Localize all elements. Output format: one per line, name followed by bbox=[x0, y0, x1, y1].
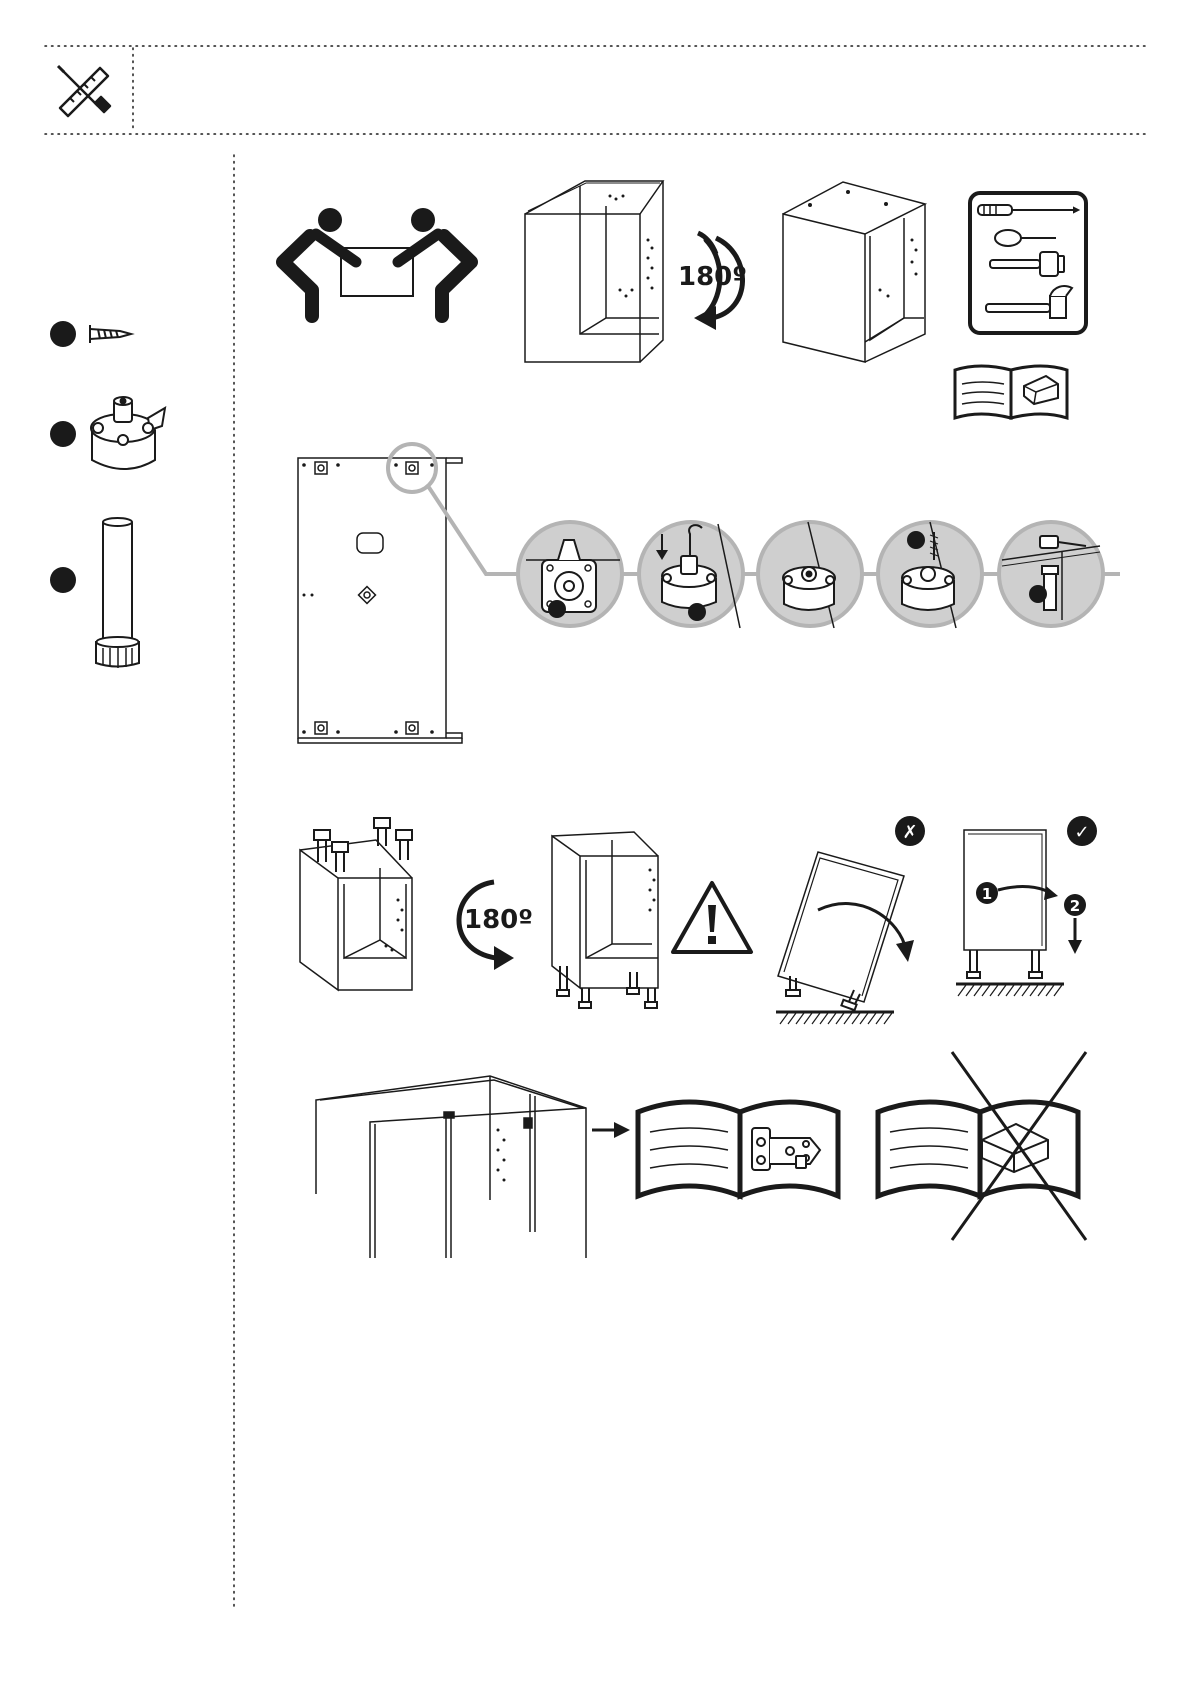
two-person-lift-illustration bbox=[283, 208, 471, 316]
leg-icon bbox=[96, 518, 139, 668]
cabinet-inverted bbox=[783, 182, 925, 362]
leg-bracket-icon bbox=[91, 397, 165, 469]
detail-1-part-bullet bbox=[548, 600, 566, 618]
cabinet-upright bbox=[525, 181, 663, 362]
detail-4-part-bullet bbox=[907, 531, 925, 549]
arrow-to-manual bbox=[592, 1122, 630, 1138]
part-leg-bracket-bullet bbox=[50, 421, 76, 447]
manual-hinge-page-icon bbox=[638, 1102, 838, 1196]
order-label-1: 1 bbox=[982, 885, 992, 903]
ruler-screwdriver-icon bbox=[58, 66, 110, 116]
rotation-label-1: 180º bbox=[678, 262, 747, 292]
screw-icon bbox=[90, 325, 131, 343]
detail-1-bracket-top bbox=[518, 522, 622, 626]
correct-mark: ✓ bbox=[1074, 822, 1089, 843]
wrong-mark: ✗ bbox=[902, 822, 917, 843]
detail-5-part-bullet bbox=[1029, 585, 1047, 603]
manual-wrong-page-crossed bbox=[878, 1052, 1086, 1240]
warning-triangle-icon bbox=[673, 883, 751, 952]
detail-5-leg-insert bbox=[999, 522, 1103, 626]
rotate-180-arrow-1: 180º bbox=[678, 233, 747, 330]
detail-2-hammer-bracket bbox=[639, 522, 743, 628]
person-right-head bbox=[411, 208, 435, 232]
cabinet-upright-with-legs bbox=[552, 832, 658, 1008]
rotate-180-arrow-2: 180º bbox=[459, 882, 533, 970]
part-screw-bullet bbox=[50, 321, 76, 347]
rotation-label-2: 180º bbox=[464, 905, 533, 935]
cabinet-frame-with-hinge bbox=[316, 1076, 586, 1258]
person-left-head bbox=[318, 208, 342, 232]
order-label-2: 2 bbox=[1070, 897, 1080, 915]
part-screw bbox=[50, 321, 131, 347]
cabinet-with-legs-upside-down bbox=[300, 818, 412, 990]
detail-sequence bbox=[518, 522, 1103, 628]
manual-book-icon bbox=[955, 366, 1067, 418]
part-leg-bracket bbox=[50, 397, 165, 469]
detail-4-screw-fix bbox=[878, 522, 982, 628]
tools-required-box bbox=[970, 193, 1086, 333]
detail-2-part-bullet bbox=[688, 603, 706, 621]
wrong-tilting-method: ✗ bbox=[776, 816, 925, 1024]
correct-lifting-method: 1 2 ✓ bbox=[956, 816, 1097, 996]
part-leg-bullet bbox=[50, 567, 76, 593]
detail-3-bracket-seated bbox=[758, 522, 862, 628]
part-leg bbox=[50, 518, 139, 668]
